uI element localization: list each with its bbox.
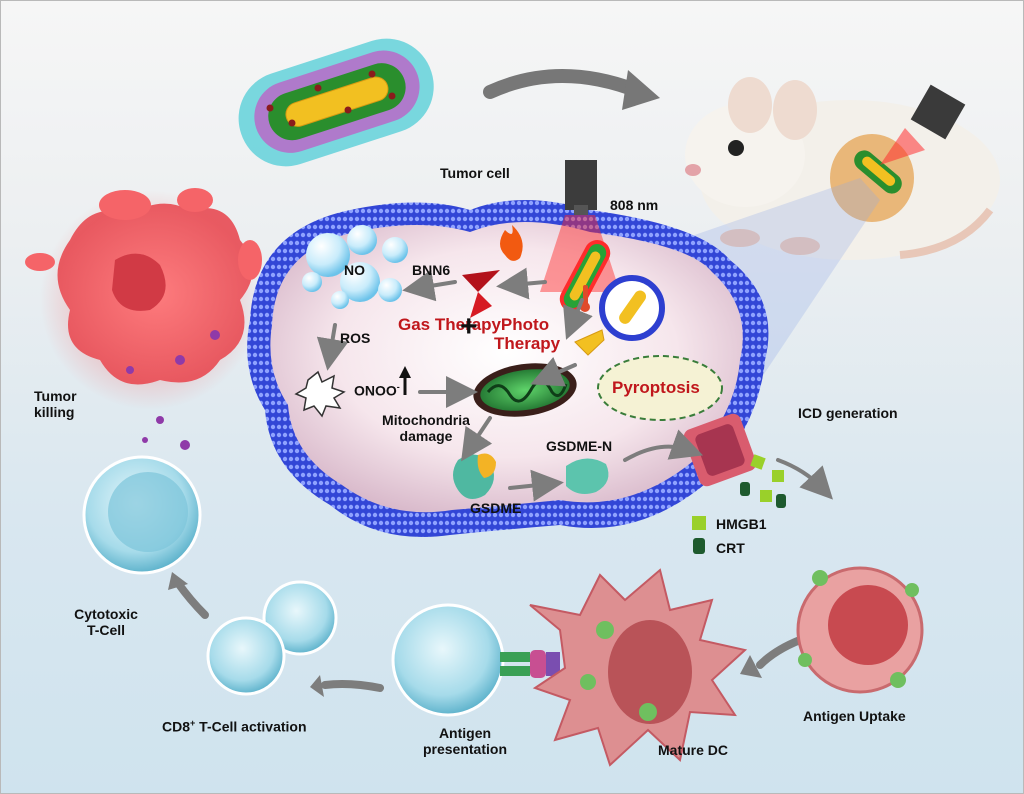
activated-tcells	[206, 580, 338, 696]
label-gsdme-n: GSDME-N	[546, 438, 613, 454]
label-cytotoxic-tcell: Cytotoxic T-Cell	[74, 606, 138, 639]
presenting-tcell	[391, 603, 560, 717]
no-bubbles	[302, 225, 408, 309]
bnn6-molecule-icon	[462, 270, 500, 318]
burst-icon	[294, 370, 346, 418]
nanoparticle-illustration	[238, 38, 434, 167]
crt-icon	[693, 538, 705, 554]
mouse-illustration	[685, 77, 1000, 260]
hmgb1-icon	[692, 516, 706, 530]
pyroptosis-bubble	[597, 355, 723, 421]
antigen-uptake-cell	[796, 566, 924, 694]
label-cd8-activation: CD8+ T-Cell activation	[162, 718, 307, 735]
thermometer-icon	[583, 285, 588, 305]
label-ros: ROS	[340, 330, 371, 346]
label-808nm: 808 nm	[610, 197, 659, 213]
damp-release	[740, 454, 786, 508]
label-photo-therapy: Photo Therapy	[494, 315, 561, 353]
gsdme-n-protein	[566, 458, 609, 494]
label-icd-generation: ICD generation	[798, 405, 898, 421]
label-antigen-presentation: Antigen presentation	[422, 725, 507, 758]
label-mitochondria-damage: Mitochondria damage	[382, 412, 470, 445]
label-antigen-uptake: Antigen Uptake	[803, 708, 906, 724]
label-tumor-cell: Tumor cell	[440, 165, 510, 181]
label-plus: +	[460, 310, 478, 343]
label-pyroptosis: Pyroptosis	[612, 378, 700, 397]
label-no: NO	[344, 262, 365, 278]
label-gsdme: GSDME	[470, 500, 522, 516]
label-gas-therapy: Gas Therapy	[398, 315, 501, 334]
mature-dendritic-cell	[529, 568, 748, 767]
dying-tumor-cell	[25, 188, 262, 450]
curved-arrow-to-mouse	[483, 69, 647, 99]
flame-icon	[500, 225, 523, 261]
label-hmgb1: HMGB1	[716, 516, 767, 532]
cytotoxic-tcell	[82, 455, 202, 575]
label-onoo: ONOO-	[354, 382, 400, 399]
label-mature-dc: Mature DC	[658, 742, 729, 758]
label-crt: CRT	[716, 540, 745, 556]
label-bnn6: BNN6	[412, 262, 451, 278]
label-tumor-killing: Tumor killing	[34, 388, 77, 421]
endosome-with-nanorod	[599, 275, 665, 341]
